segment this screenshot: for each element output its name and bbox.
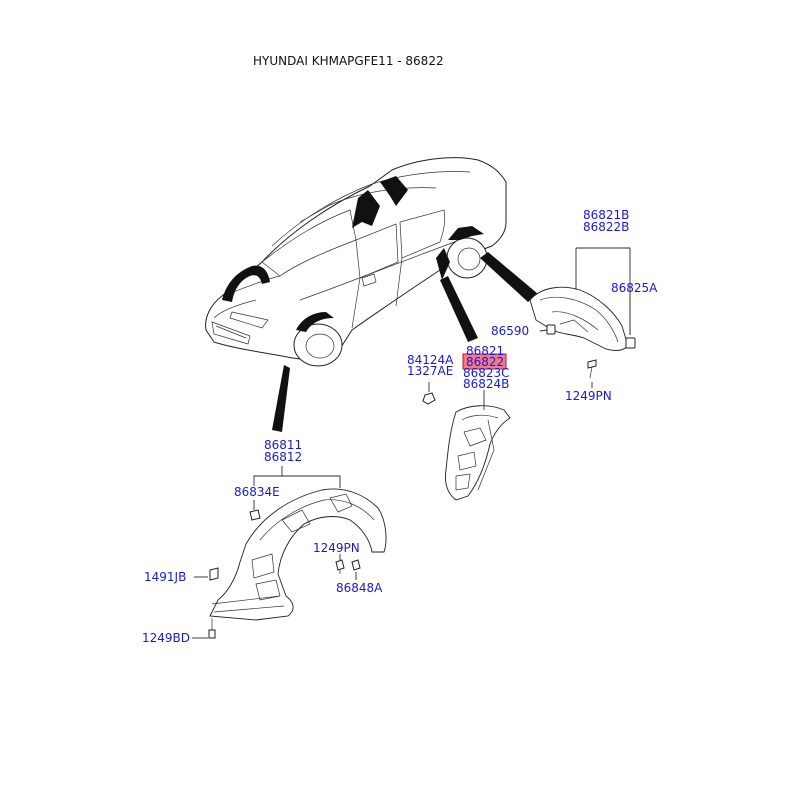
label-86821[interactable]: 86821: [466, 344, 504, 358]
rear-inner-liner: [422, 382, 511, 501]
label-1249PN-front[interactable]: 1249PN: [313, 541, 360, 555]
rear-outer-liner: [529, 247, 636, 388]
label-86821B[interactable]: 86821B: [583, 208, 629, 222]
label-1327AE[interactable]: 1327AE: [407, 364, 453, 378]
label-86823C[interactable]: 86823C: [463, 366, 510, 380]
part-labels: 86821B 86822B 86825A 86590 1249PN 86821 …: [142, 208, 658, 645]
label-86822B[interactable]: 86822B: [583, 220, 629, 234]
label-84124A[interactable]: 84124A: [407, 353, 454, 367]
label-1249PN-rear[interactable]: 1249PN: [565, 389, 612, 403]
highlight-box: [462, 353, 507, 370]
label-86825A[interactable]: 86825A: [611, 281, 658, 295]
label-86848A[interactable]: 86848A: [336, 581, 383, 595]
label-86834E[interactable]: 86834E: [234, 485, 280, 499]
label-86590[interactable]: 86590: [491, 324, 529, 338]
label-86824B[interactable]: 86824B: [463, 377, 509, 391]
label-86812[interactable]: 86812: [264, 450, 302, 464]
label-1491JB[interactable]: 1491JB: [144, 570, 186, 584]
front-liner: [192, 466, 387, 639]
label-86822[interactable]: 86822: [466, 355, 504, 369]
label-86811[interactable]: 86811: [264, 438, 302, 452]
car-illustration: [205, 157, 538, 432]
diagram-title: HYUNDAI KHMAPGFE11 - 86822: [253, 54, 444, 68]
label-1249BD[interactable]: 1249BD: [142, 631, 190, 645]
